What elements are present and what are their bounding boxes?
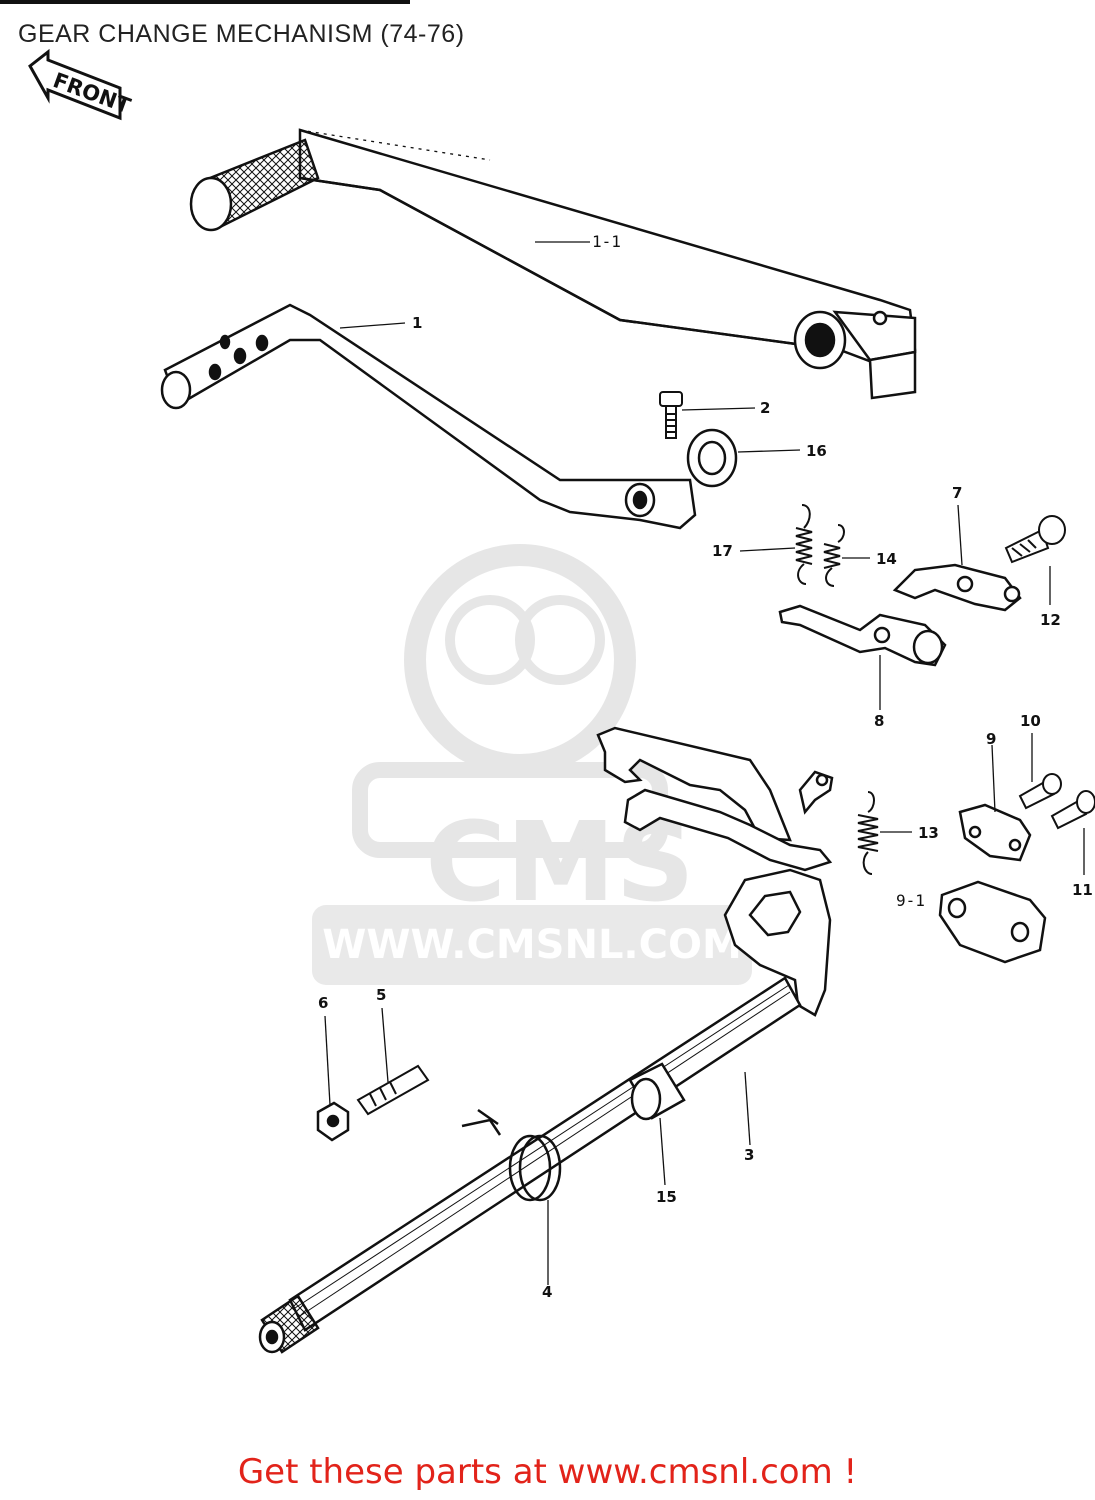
part-15-collar <box>628 1062 686 1121</box>
top-rule <box>0 0 410 4</box>
watermark: CMS WWW.CMSNL.COM <box>312 544 752 985</box>
label-17: 17 <box>712 542 733 560</box>
label-11: 11 <box>1072 881 1093 899</box>
label-2: 2 <box>760 399 770 417</box>
label-4: 4 <box>542 1283 552 1301</box>
part-4-circlip <box>461 1108 562 1202</box>
watermark-url: WWW.CMSNL.COM <box>322 922 742 968</box>
label-14: 14 <box>876 550 897 568</box>
footer-cta[interactable]: Get these parts at www.cmsnl.com ! <box>237 1452 858 1492</box>
label-13: 13 <box>918 824 939 842</box>
part-12-bolt <box>1004 515 1066 564</box>
label-9-1: 9-1 <box>896 891 925 910</box>
part-17-spring <box>795 504 813 585</box>
label-7: 7 <box>952 484 962 502</box>
part-5-stud <box>356 1064 430 1116</box>
part-9-1-plate <box>938 880 1047 964</box>
leader-lines <box>299 129 1085 1285</box>
label-9: 9 <box>986 730 996 748</box>
part-10-bolt <box>1018 773 1062 810</box>
label-3: 3 <box>744 1146 754 1164</box>
part-9-plate <box>958 803 1032 862</box>
shift-mechanism-arm <box>596 726 834 1017</box>
label-6: 6 <box>318 994 328 1012</box>
part-3-shift-shaft <box>258 976 802 1354</box>
part-2-bolt <box>659 391 683 439</box>
label-12: 12 <box>1040 611 1061 629</box>
label-10: 10 <box>1020 712 1041 730</box>
part-13-spring <box>857 791 879 875</box>
part-11-bolt <box>1050 790 1095 830</box>
label-5: 5 <box>376 986 386 1004</box>
front-arrow: FRONT <box>28 48 134 121</box>
part-1-shift-pedal <box>160 303 697 530</box>
part-7-arm <box>892 563 1022 612</box>
part-8-arm <box>778 604 947 667</box>
label-1: 1 <box>412 314 422 332</box>
part-6-nut <box>316 1101 350 1142</box>
part-1-1-shift-pedal <box>189 128 917 400</box>
part-16-oil-seal <box>686 428 738 488</box>
diagram-title: GEAR CHANGE MECHANISM (74-76) <box>18 20 465 48</box>
label-8: 8 <box>874 712 884 730</box>
part-14-spring <box>823 524 845 587</box>
part-labels: 1-1 1 2 16 7 17 14 12 8 10 9 13 9-1 11 6… <box>318 232 1093 1301</box>
label-16: 16 <box>806 442 827 460</box>
label-1-1: 1-1 <box>592 232 621 251</box>
label-15: 15 <box>656 1188 677 1206</box>
